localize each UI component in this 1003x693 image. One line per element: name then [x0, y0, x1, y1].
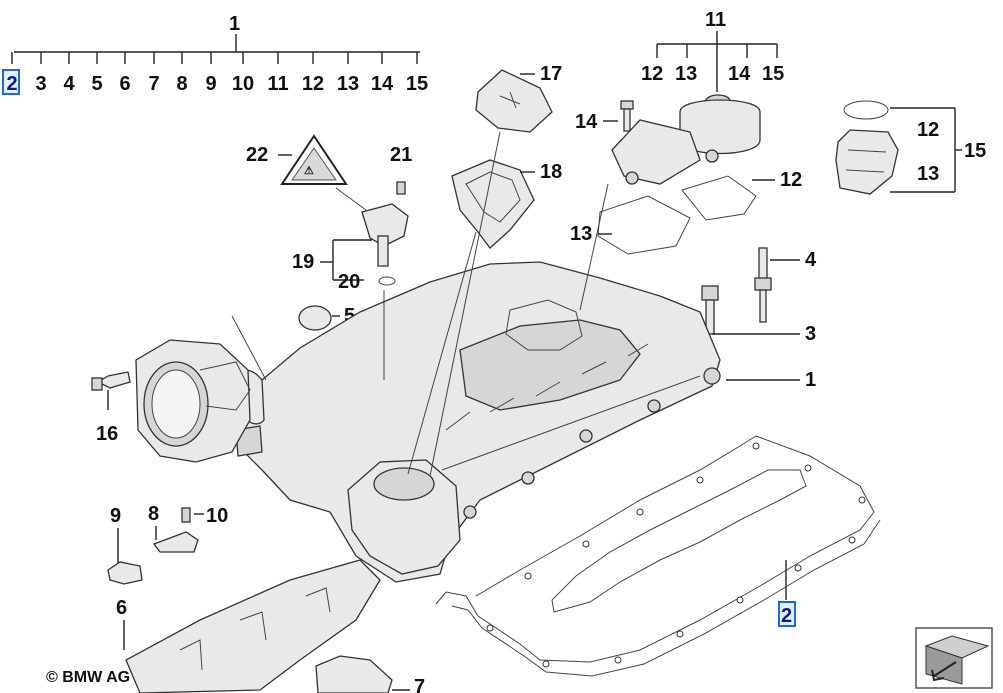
callout-11-top: 11 — [705, 9, 726, 31]
gasket-hole — [696, 476, 704, 484]
callout-15-group11: 15 — [762, 63, 784, 85]
crankcase-sensor-19[interactable]: 21 19 20 — [292, 144, 412, 293]
group-11-bracket: 11 12 13 14 15 — [641, 9, 784, 92]
warning-symbol-icon: ⚠ — [304, 165, 314, 177]
callout-11-group1: 11 — [267, 73, 288, 95]
callout-12-group1: 12 — [302, 73, 324, 95]
page-corner-icon[interactable] — [915, 627, 993, 689]
highlight-box-2-top[interactable] — [2, 69, 20, 95]
gasket-hole — [752, 442, 760, 450]
cylinder-head-cover[interactable]: 1 — [231, 261, 816, 583]
callout-17: 17 — [540, 63, 562, 85]
callout-15-group1: 15 — [406, 73, 428, 95]
callout-5: 5 — [344, 305, 355, 327]
clips-8-9-10[interactable]: 9 8 10 — [107, 503, 228, 585]
callout-7: 7 — [414, 676, 425, 693]
callout-13-mid: 13 — [570, 223, 592, 245]
callout-2-bottom[interactable]: 2 — [781, 605, 792, 627]
callout-16: 16 — [96, 423, 118, 445]
gasket-hole — [848, 536, 856, 544]
bracket-7[interactable]: 7 — [315, 655, 425, 693]
callout-9-group1: 9 — [205, 73, 216, 95]
gasket-hole — [636, 508, 644, 516]
callout-9: 9 — [110, 505, 121, 527]
callout-13-group11: 13 — [675, 63, 697, 85]
callout-4: 4 — [805, 249, 817, 271]
oil-filler-cap[interactable]: 17 — [475, 63, 562, 133]
callout-19: 19 — [292, 251, 314, 273]
gasket-set-2[interactable]: 2 — [435, 435, 881, 677]
callout-8-group1: 8 — [176, 73, 187, 95]
callout-14: 14 — [575, 111, 598, 133]
bolt-14[interactable]: 14 — [575, 100, 634, 133]
bolt-3[interactable]: 3 — [701, 285, 816, 345]
callout-6: 6 — [116, 597, 127, 619]
callout-14-group1: 14 — [371, 73, 394, 95]
callout-1-top: 1 — [229, 13, 240, 35]
filler-neck-gasket[interactable]: 18 — [451, 159, 562, 249]
group-15-bracket: 12 13 15 — [890, 107, 986, 193]
callout-18: 18 — [540, 161, 562, 183]
callout-12-group11: 12 — [641, 63, 663, 85]
callout-8: 8 — [148, 503, 159, 525]
sensor-gaskets[interactable]: 12 13 — [570, 169, 802, 255]
eccentric-shaft-sensor[interactable] — [611, 94, 761, 185]
callout-12-right: 12 — [917, 119, 939, 141]
callout-4-group1: 4 — [63, 73, 75, 95]
callout-3: 3 — [805, 323, 816, 345]
arrow-icon — [931, 669, 945, 682]
gasket-hole — [804, 464, 812, 472]
callout-22: 22 — [246, 144, 268, 166]
gasket-hole — [858, 496, 866, 504]
gasket-hole — [582, 540, 590, 548]
callout-15-right: 15 — [964, 140, 986, 162]
leader-lines — [231, 131, 609, 477]
callout-7-group1: 7 — [148, 73, 159, 95]
gasket-hole — [614, 656, 622, 664]
gasket-hole — [676, 630, 684, 638]
callout-6-group1: 6 — [119, 73, 130, 95]
callout-10-group1: 10 — [232, 73, 254, 95]
sensor-detail-15[interactable] — [835, 100, 899, 195]
callout-2-group1[interactable]: 2 — [6, 73, 17, 95]
callout-10: 10 — [206, 505, 228, 527]
callout-1-main: 1 — [805, 369, 816, 391]
gasket-hole — [486, 624, 494, 632]
cover-plate-6[interactable]: 6 — [116, 559, 381, 693]
bolt-16[interactable]: 16 — [91, 371, 131, 445]
copyright-text: © BMW AG — [46, 669, 130, 686]
callout-3-group1: 3 — [35, 73, 46, 95]
throttle-body[interactable] — [135, 339, 251, 463]
warning-label-22[interactable]: ⚠ 22 — [246, 134, 367, 211]
callout-20: 20 — [338, 271, 360, 293]
callout-12-mid: 12 — [780, 169, 802, 191]
gasket-hole — [524, 572, 532, 580]
callout-5-group1: 5 — [91, 73, 102, 95]
gasket-hole — [794, 564, 802, 572]
highlight-box-2-bottom[interactable] — [778, 601, 796, 627]
image-code: 22133040 — [920, 691, 978, 693]
callout-13-group1: 13 — [337, 73, 359, 95]
callout-21: 21 — [390, 144, 412, 166]
callout-14-group11: 14 — [728, 63, 751, 85]
sealing-plug-5[interactable]: 5 — [298, 305, 355, 331]
gasket-hole — [542, 660, 550, 668]
stud-bolt-4[interactable]: 4 — [754, 247, 817, 323]
callout-13-right: 13 — [917, 163, 939, 185]
gasket-hole — [736, 596, 744, 604]
